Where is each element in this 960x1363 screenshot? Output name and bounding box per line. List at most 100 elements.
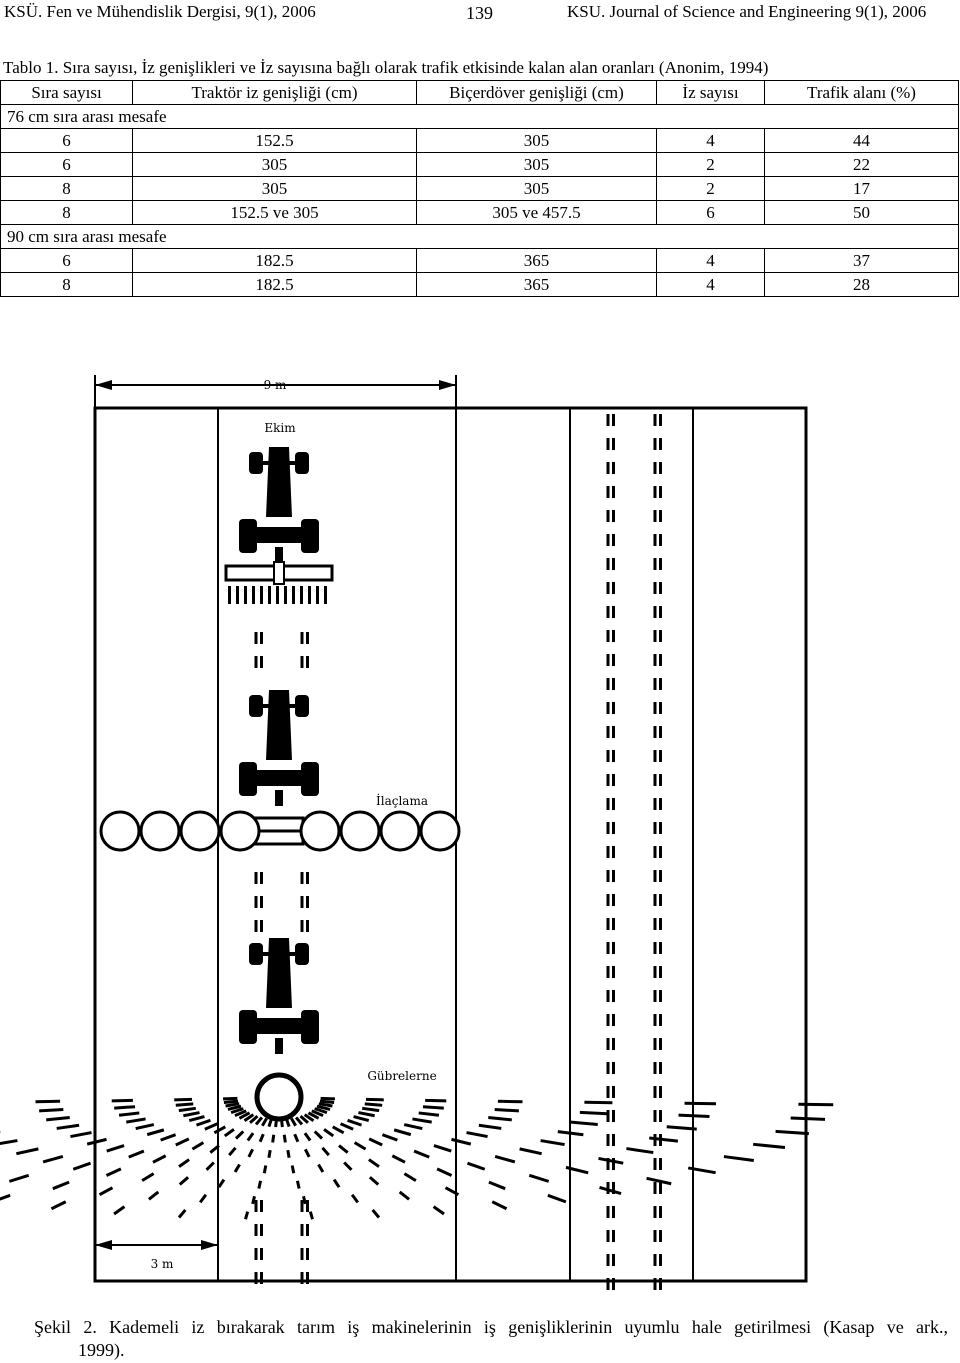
wheel-track-dash — [606, 966, 610, 978]
wheel-track-dash — [653, 1206, 657, 1218]
spread-dash — [141, 1172, 155, 1182]
spread-dash — [290, 1165, 296, 1174]
wheel-track-dash — [659, 1086, 662, 1098]
wheel-track-dash — [659, 654, 662, 666]
wheel-track-dash — [653, 750, 657, 762]
wheel-track-dash — [606, 846, 610, 858]
spread-dash — [72, 1161, 92, 1171]
wheel-track-dash — [659, 942, 662, 954]
wheel-track-dash — [254, 1224, 258, 1236]
wheel-track-dash — [612, 726, 615, 738]
wheel-track-dash — [606, 606, 610, 618]
spread-dash — [353, 1115, 370, 1123]
spray-nozzle-circle — [219, 810, 261, 852]
wheel-track-dash — [612, 966, 615, 978]
arrow-head — [439, 380, 456, 390]
traffic-area-table: Sıra sayısı Traktör iz genişliği (cm) Bi… — [0, 80, 959, 297]
spread-dash — [308, 1211, 314, 1220]
wheel-track-dash — [653, 726, 657, 738]
wheel-track-dash — [612, 438, 615, 450]
spread-dash — [393, 1128, 412, 1137]
wheel-track-dash — [659, 462, 662, 474]
spread-dash — [403, 1172, 417, 1182]
spread-dash — [371, 1208, 381, 1219]
wheel-track-dash — [254, 1248, 258, 1260]
spread-dash — [368, 1158, 380, 1168]
wheel-track-dash — [606, 726, 610, 738]
spread-dash — [290, 1117, 297, 1127]
wheel-track-dash — [612, 582, 615, 594]
spread-dash — [286, 1149, 291, 1159]
table-cell: 22 — [764, 152, 959, 177]
wheel-track-dash — [300, 632, 304, 644]
spread-dash — [339, 1122, 354, 1131]
wheel-track-dash — [659, 990, 662, 1002]
wheel-track-dash — [653, 1110, 657, 1122]
wheel-track-dash — [606, 414, 610, 426]
spread-dash — [570, 1120, 598, 1126]
spread-dash — [160, 1133, 177, 1142]
spread-dash — [332, 1178, 341, 1189]
table-cell: 2 — [656, 176, 765, 201]
section-row: 76 cm sıra arası mesafe — [0, 104, 959, 129]
wheel-track-dash — [254, 632, 258, 644]
spread-dash — [126, 1117, 146, 1124]
wheel-track-dash — [612, 1278, 615, 1290]
wheel-track-dash — [260, 632, 263, 644]
wheel-track-dash — [306, 896, 309, 908]
table-cell: 17 — [764, 176, 959, 201]
wheel-track-dash — [653, 846, 657, 858]
ekim-label: Ekim — [264, 421, 296, 435]
spread-dash — [254, 1116, 264, 1126]
wheel-track-dash — [606, 822, 610, 834]
wheel-track-dash — [254, 896, 258, 908]
wheel-track-dash — [260, 1200, 263, 1212]
spread-dash — [488, 1116, 512, 1122]
spread-dash — [175, 1137, 190, 1147]
planter-tine — [316, 586, 319, 604]
front-wheel — [249, 695, 263, 717]
spread-dash — [56, 1123, 80, 1130]
wheel-track-dash — [659, 534, 662, 546]
tractor-hood — [266, 447, 292, 517]
table-cell: 4 — [656, 248, 765, 273]
spread-dash — [303, 1113, 315, 1122]
spread-dash — [251, 1195, 256, 1205]
wheel-track-dash — [653, 966, 657, 978]
wheel-track-dash — [606, 1206, 610, 1218]
spread-dash — [649, 1136, 679, 1143]
spread-dash — [432, 1205, 445, 1216]
table-cell: 365 — [416, 272, 657, 297]
wheel-track-dash — [606, 870, 610, 882]
planter-tine — [260, 586, 263, 604]
table-caption: Tablo 1. Sıra sayısı, İz genişlikleri ve… — [3, 58, 769, 77]
wheel-track-dash — [653, 1086, 657, 1098]
spread-dash — [114, 1105, 136, 1110]
spread-dash — [148, 1190, 160, 1201]
wheel-track-dash — [606, 1086, 610, 1098]
wheel-track-dash — [606, 1134, 610, 1146]
wheel-track-dash — [653, 414, 657, 426]
wheel-track-dash — [606, 990, 610, 1002]
wheel-track-dash — [659, 630, 662, 642]
spread-dash — [246, 1132, 255, 1142]
rear-wheel — [239, 519, 257, 553]
spread-dash — [0, 1193, 11, 1201]
wheel-track-dash — [612, 990, 615, 1002]
table-cell: 152.5 — [132, 128, 417, 153]
wheel-track-dash — [653, 1278, 657, 1290]
spread-dash — [347, 1118, 363, 1127]
spread-dash — [175, 1102, 194, 1107]
spread-dash — [267, 1118, 273, 1128]
table-cell: 28 — [764, 272, 959, 297]
wheel-track-dash — [659, 798, 662, 810]
wheel-track-dash — [659, 1110, 662, 1122]
spread-dash — [343, 1161, 353, 1171]
planter-tine — [244, 586, 247, 604]
tractor-hood — [266, 690, 292, 760]
spread-dash — [666, 1125, 697, 1131]
table-cell: 37 — [764, 248, 959, 273]
wheel-track-dash — [606, 918, 610, 930]
